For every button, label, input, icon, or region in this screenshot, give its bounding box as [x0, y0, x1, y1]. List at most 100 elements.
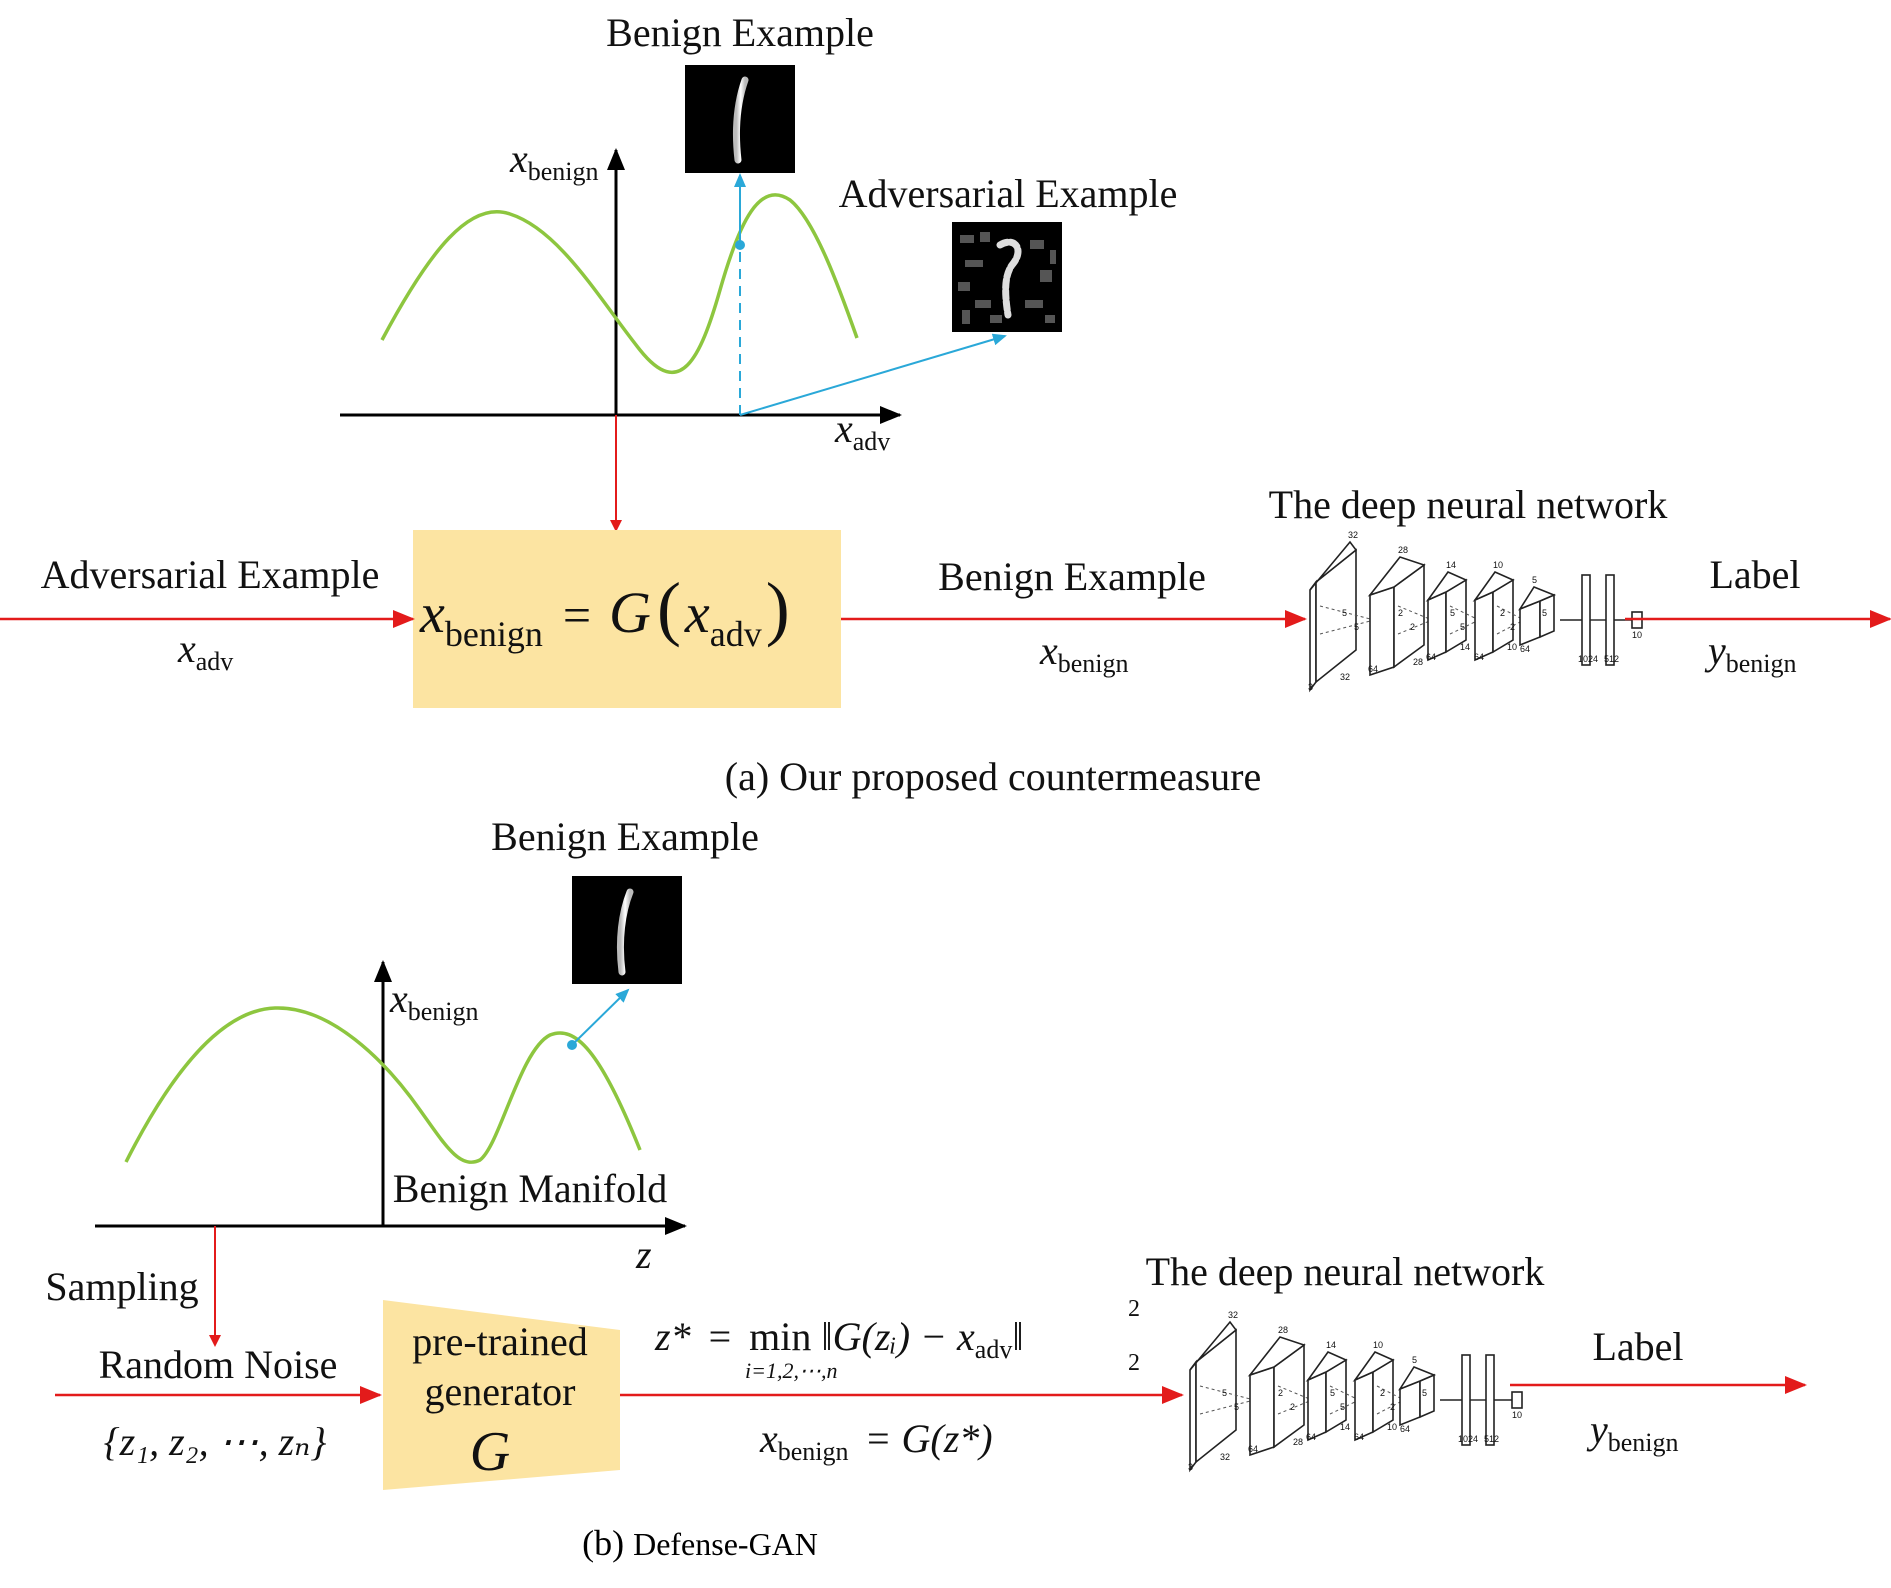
nn-dim-top: 32	[1228, 1310, 1238, 1320]
nn-layer	[1367, 556, 1426, 677]
nn-kernel: 5	[1342, 608, 1347, 618]
nn-dense-layer	[1511, 1391, 1523, 1409]
nn-dim-top: 5	[1532, 575, 1537, 585]
panel-b-manifold-label: Benign Manifold	[393, 1166, 667, 1211]
panel-b-formula-benign: xbenign= G(z*)	[759, 1416, 993, 1466]
panel-b-noise-set: {z₁, z₂, ⋯, zₙ}	[104, 1419, 327, 1464]
nn-dense-layer	[1485, 1354, 1495, 1446]
panel-a-caption: (a) Our proposed countermeasure	[725, 754, 1261, 799]
nn-dim-top: 5	[1412, 1355, 1417, 1365]
nn-dim-bottom: 1024	[1578, 654, 1598, 664]
nn-dim-side: 10	[1507, 642, 1517, 652]
nn-kernel: 5	[1422, 1388, 1427, 1398]
panel-a-network-title: The deep neural network	[1269, 482, 1668, 527]
panel-b-blue-arrow	[571, 988, 630, 1046]
panel-a-benign-image	[685, 65, 795, 173]
nn-kernel: 2	[1510, 622, 1515, 632]
nn-dim-side: 14	[1340, 1422, 1350, 1432]
nn-kernel: 5	[1450, 608, 1455, 618]
nn-kernel: 5	[1340, 1402, 1345, 1412]
panel-a-y-axis-label: xbenign	[509, 136, 599, 186]
nn-layer	[1517, 586, 1557, 647]
panel-a-adversarial-image	[952, 222, 1062, 332]
nn-kernel: 5	[1354, 622, 1359, 632]
nn-kernel: 2	[1390, 1402, 1395, 1412]
panel-b-generator-shape	[383, 1300, 620, 1490]
nn-dim-bottom: 64	[1400, 1424, 1410, 1434]
nn-kernel: 2	[1278, 1388, 1283, 1398]
nn-dim-side: 14	[1460, 642, 1470, 652]
panel-a-benign-example-title: Benign Example	[606, 10, 874, 55]
nn-layer	[1189, 1320, 1238, 1473]
nn-kernel: 2	[1500, 608, 1505, 618]
panel-a-adv-arrow	[739, 333, 1007, 416]
nn-kernel: 2	[1290, 1402, 1295, 1412]
panel-b-formula-optimization: z*=min‖G(zᵢ) − xadv‖	[654, 1314, 1024, 1364]
nn-layer	[1309, 540, 1358, 693]
panel-b-x-axis-label: z	[635, 1232, 652, 1277]
nn-dim-bottom: 64	[1426, 652, 1436, 662]
nn-kernel: 5	[1460, 622, 1465, 632]
panel-a: Benign Example Adversarial Example xbeni…	[0, 10, 1891, 799]
panel-a-x-axis-label: xadv	[834, 406, 890, 456]
nn-layer	[1247, 1336, 1306, 1457]
panel-b-manifold-curve	[124, 1006, 642, 1164]
panel-b-generator-line1: pre-trained	[412, 1319, 587, 1364]
nn-layer	[1352, 1351, 1395, 1442]
nn-dim-top: 28	[1398, 545, 1408, 555]
panel-b-formula-min-sub: i=1,2,⋯,n	[745, 1358, 837, 1383]
panel-b-y-axis-label: xbenign	[389, 976, 479, 1026]
nn-kernel: 5	[1542, 608, 1547, 618]
nn-kernel: 2	[1398, 608, 1403, 618]
panel-b-output-var: ybenign	[1586, 1407, 1679, 1457]
nn-dim-bottom: 1024	[1458, 1434, 1478, 1444]
panel-b-benign-example-title: Benign Example	[491, 814, 759, 859]
panel-a-mid-label: Benign Example	[938, 554, 1206, 599]
panel-b-benign-image	[572, 876, 682, 984]
nn-dim-top: 10	[1373, 1340, 1383, 1350]
panel-b-noise-label: Random Noise	[99, 1342, 338, 1387]
panel-b-network-title: The deep neural network	[1146, 1249, 1545, 1294]
nn-dense-layer	[1581, 574, 1591, 666]
panel-a-output-var: ybenign	[1704, 628, 1797, 678]
nn-dim-top: 10	[1493, 560, 1503, 570]
panel-b-generator-symbol: G	[470, 1421, 510, 1483]
nn-dim-side: 10	[1387, 1422, 1397, 1432]
panel-a-output-label: Label	[1709, 552, 1800, 597]
panel-a-input-label: Adversarial Example	[41, 552, 380, 597]
nn-kernel: 5	[1234, 1402, 1239, 1412]
nn-dim-bottom: 64	[1368, 664, 1378, 674]
panel-a-formula: xbenign=G(xadv)	[419, 568, 790, 654]
nn-kernel: 2	[1380, 1388, 1385, 1398]
nn-dim-top: 28	[1278, 1325, 1288, 1335]
nn-kernel: 5	[1330, 1388, 1335, 1398]
nn-dim-top: 14	[1446, 560, 1456, 570]
nn-dim-bottom: 512	[1604, 654, 1619, 664]
panel-a-formula-box	[413, 530, 841, 708]
nn-kernel: 5	[1222, 1388, 1227, 1398]
nn-dim-bottom: 64	[1520, 644, 1530, 654]
nn-dim-bottom: 3	[1188, 1462, 1193, 1472]
panel-b-output-label: Label	[1592, 1324, 1683, 1369]
nn-dim-side: 32	[1220, 1452, 1230, 1462]
nn-kernel: 2	[1410, 622, 1415, 632]
nn-dim-bottom: 512	[1484, 1434, 1499, 1444]
nn-dim-bottom: 64	[1306, 1432, 1316, 1442]
panel-a-manifold-curve	[380, 193, 859, 374]
nn-dense-layer	[1461, 1354, 1471, 1446]
nn-dim-side: 28	[1413, 657, 1423, 667]
nn-dim-bottom: 64	[1474, 652, 1484, 662]
nn-dim-bottom: 64	[1354, 1432, 1364, 1442]
nn-dim-bottom: 3	[1308, 682, 1313, 692]
nn-dim-top: 32	[1348, 530, 1358, 540]
panel-b-formula-idx: 2	[1128, 1350, 1140, 1376]
panel-b: Benign Example xbenign Benign Manifold z…	[45, 814, 1807, 1563]
panel-a-adversarial-example-title: Adversarial Example	[839, 171, 1178, 216]
nn-dim-bottom: 10	[1632, 630, 1642, 640]
panel-b-sampling-label: Sampling	[45, 1264, 198, 1309]
panel-b-formula-pow: 2	[1128, 1296, 1140, 1322]
nn-dim-side: 28	[1293, 1437, 1303, 1447]
